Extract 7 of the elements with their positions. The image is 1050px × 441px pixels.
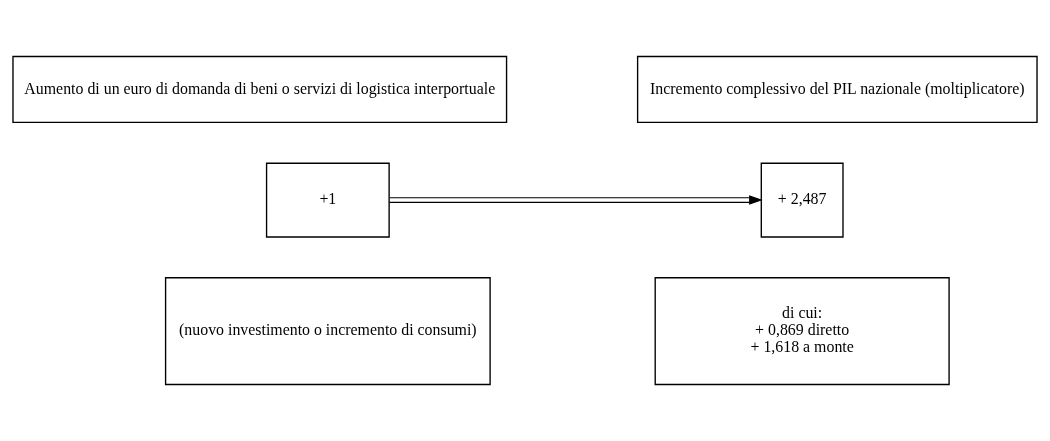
node-box: + 2,487 <box>760 162 844 238</box>
node-box: di cui: + 0,869 diretto + 1,618 a monte <box>654 277 950 386</box>
node-box: +1 <box>265 162 390 238</box>
node-box: Aumento di un euro di domanda di beni o servizi di logistica interportuale <box>12 55 508 124</box>
node-box: Incremento complessivo del PIL nazionale (moltiplicatore) <box>636 55 1038 124</box>
node-box: (nuovo investimento o incremento di consumi) <box>164 277 491 386</box>
arrow <box>388 195 763 205</box>
